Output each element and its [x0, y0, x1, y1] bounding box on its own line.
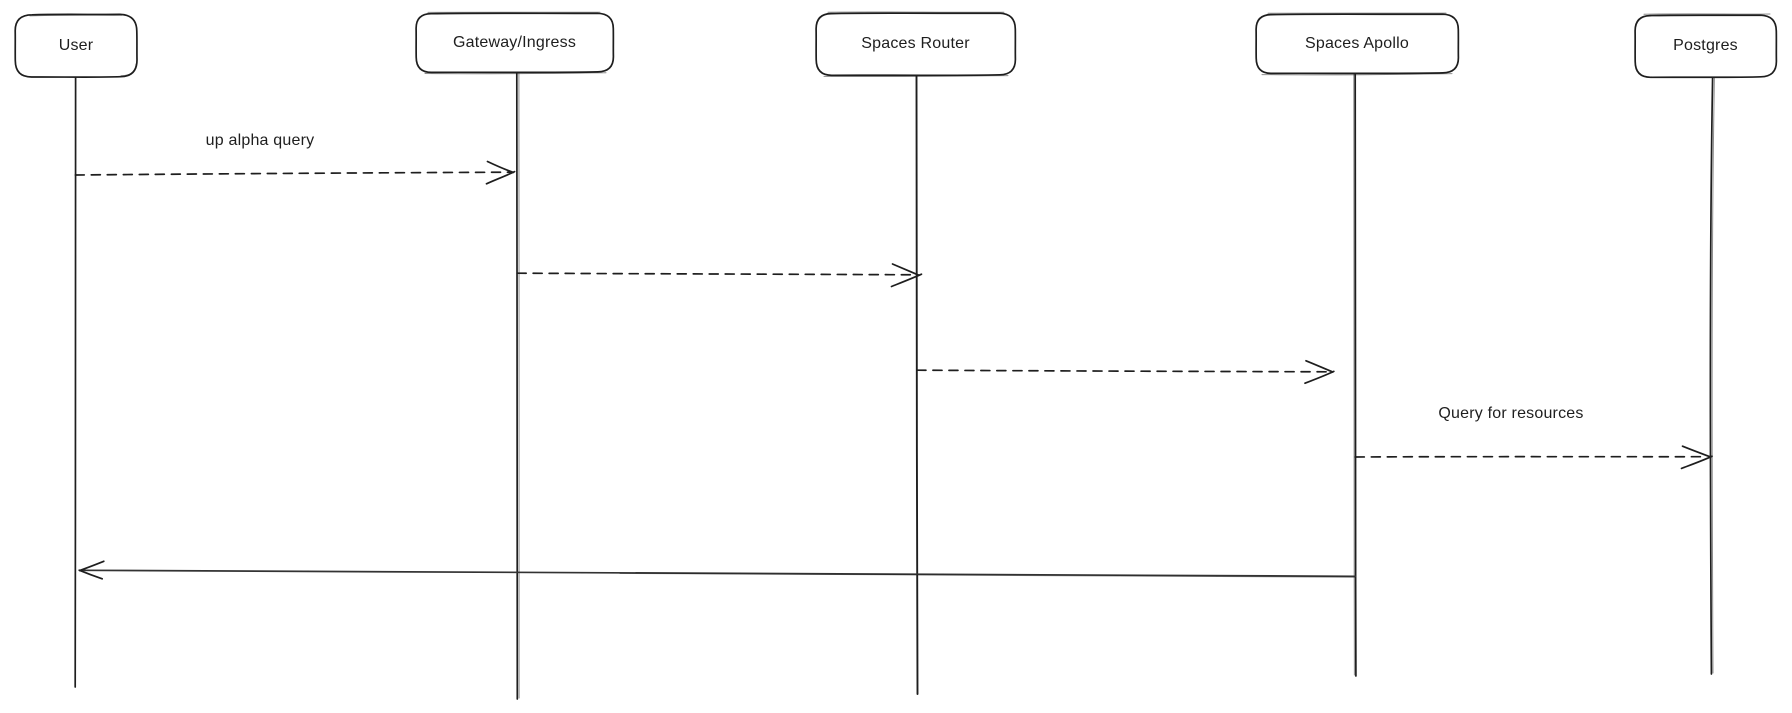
message-arrow-spaces-apollo-to-user — [78, 560, 1357, 580]
message-arrow-gateway-to-spaces-router — [516, 263, 923, 288]
arrowhead — [890, 263, 923, 288]
actor-box-postgres — [1634, 13, 1778, 79]
lifeline-spaces-apollo — [1353, 72, 1357, 677]
arrowhead — [1680, 445, 1713, 470]
actor-box-spaces-router — [815, 11, 1017, 78]
actor-box-spaces-apollo — [1255, 12, 1460, 76]
lifeline-gateway-ingress — [515, 71, 520, 700]
actor-box-gateway-ingress — [415, 11, 615, 75]
message-arrow-user-to-gateway — [74, 160, 516, 185]
arrowhead — [1304, 359, 1335, 385]
arrowhead — [78, 560, 105, 580]
actor-box-user — [14, 13, 138, 78]
message-arrow-spaces-router-to-spaces-apollo — [916, 359, 1335, 385]
arrowhead — [485, 160, 516, 185]
message-arrow-spaces-apollo-to-postgres — [1354, 445, 1713, 470]
lifeline-spaces-router — [915, 74, 919, 695]
lifeline-postgres — [1709, 76, 1715, 675]
